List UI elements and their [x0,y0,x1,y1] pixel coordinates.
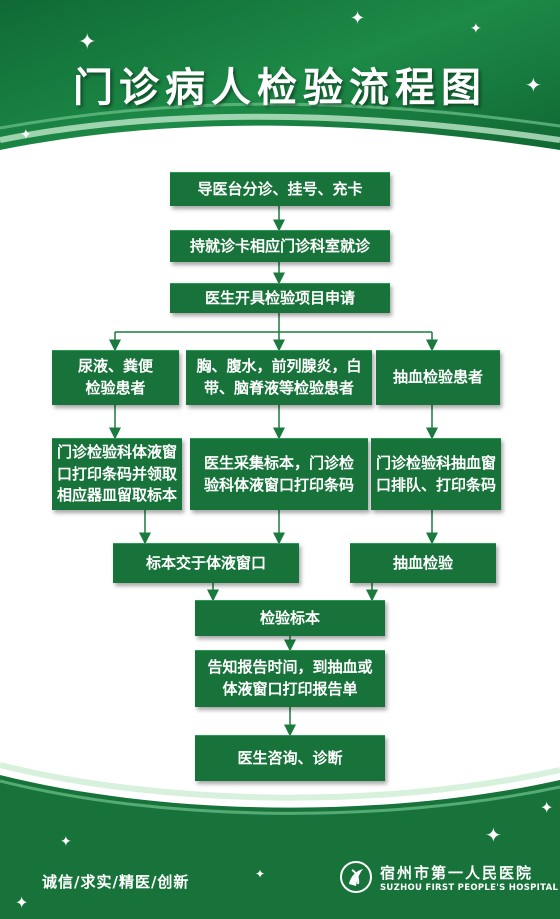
hospital-name-cn: 宿州市第一人民医院 [380,864,534,882]
step-test-sample: 检验标本 [195,600,385,636]
sparkle-icon: ✦ [255,867,266,881]
sparkle-icon: ✦ [470,21,482,37]
step-department-visit: 持就诊卡相应门诊科室就诊 [170,230,390,262]
sparkle-icon: ✦ [78,30,97,55]
sparkle-icon: ✦ [485,823,502,847]
sparkle-icon: ✦ [60,834,72,850]
step-blood-window-queue: 门诊检验科抽血窗 口排队、打印条码 [371,438,501,510]
step-report-pickup: 告知报告时间，到抽血或 体液窗口打印报告单 [195,650,385,707]
sparkle-icon: ✦ [20,127,32,143]
step-submit-sample: 标本交于体液窗口 [113,543,299,583]
step-doctor-collect-sample: 医生采集标本，门诊检 验科体液窗口打印条码 [190,438,368,510]
footer-band [0,745,560,919]
sparkle-icon: ✦ [525,73,542,97]
sparkle-icon: ✦ [350,8,366,29]
sparkle-icon: ✦ [540,798,554,817]
branch-blood-draw: 抽血检验患者 [376,350,500,405]
branch-urine-stool: 尿液、粪便 检验患者 [52,350,179,405]
hospital-logo-icon [340,861,372,893]
step-blood-test: 抽血检验 [350,543,496,583]
step-triage-register: 导医台分诊、挂号、充卡 [170,172,390,206]
hospital-slogan: 诚信/求实/精医/创新 [42,873,190,891]
page-title: 门诊病人检验流程图 [73,65,487,111]
header-wave [0,102,560,210]
step-print-barcode-container: 门诊检验科体液窗 口打印条码并领取 相应器皿留取标本 [52,438,182,510]
footer-wave [0,762,560,919]
hospital-name-en: SUZHOU FIRST PEOPLE'S HOSPITAL [380,883,559,893]
sparkle-icon: ✦ [15,893,29,912]
step-doctor-order: 医生开具检验项目申请 [170,283,390,313]
step-consult-diagnosis: 医生咨询、诊断 [195,735,385,781]
branch-fluid-samples: 胸、腹水，前列腺炎，白 带、脑脊液等检验患者 [186,350,372,405]
